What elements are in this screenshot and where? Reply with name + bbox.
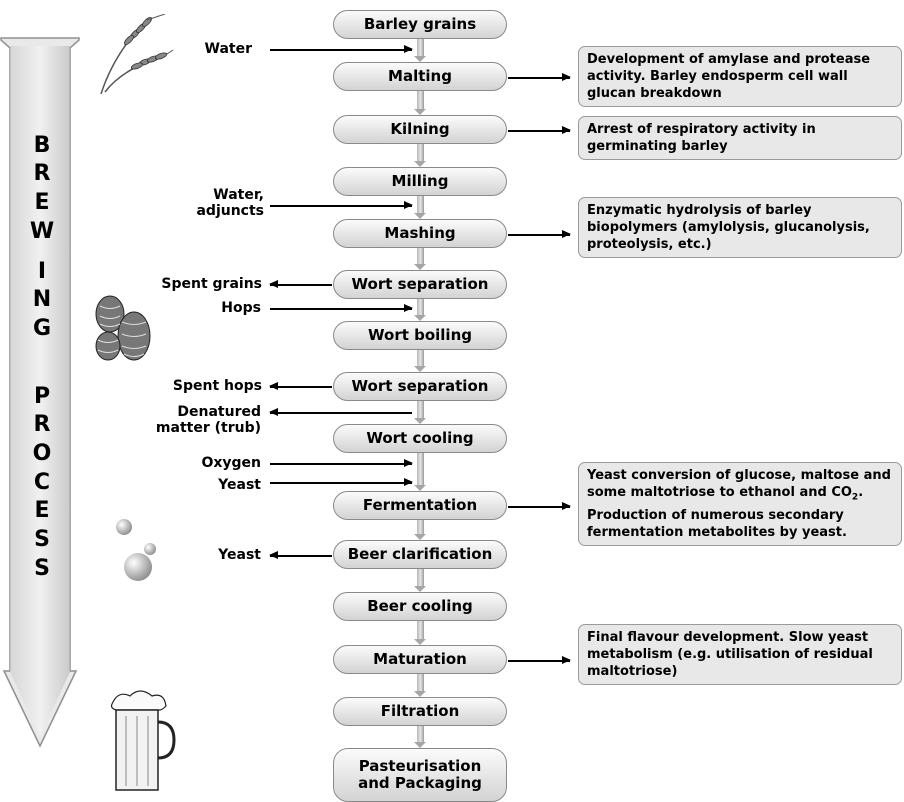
flow-arrow bbox=[414, 520, 427, 540]
input-arrow bbox=[270, 305, 413, 311]
barley-icon bbox=[100, 14, 174, 95]
output-arrow bbox=[269, 409, 412, 415]
step-pasteurisation-packaging: Pasteurisation and Packaging bbox=[333, 748, 507, 802]
input-arrow bbox=[270, 202, 413, 208]
input-water-label: Water bbox=[204, 41, 252, 57]
step-maturation: Maturation bbox=[333, 645, 507, 674]
side-label-letter: R bbox=[33, 412, 51, 437]
note-fermentation-text-end: . Production of numerous secondary ferme… bbox=[587, 485, 864, 540]
note-malting: Development of amylase and protease acti… bbox=[578, 46, 902, 107]
flow-arrow bbox=[414, 569, 427, 592]
step-filtration: Filtration bbox=[333, 697, 507, 726]
step-mashing: Mashing bbox=[333, 219, 507, 248]
side-label-letter: I bbox=[37, 259, 47, 284]
step-fermentation: Fermentation bbox=[333, 491, 507, 520]
output-trub-label: Denatured matter (trub) bbox=[155, 404, 261, 436]
flow-arrow bbox=[414, 299, 427, 321]
input-water-adjuncts-label: Water, adjuncts bbox=[196, 187, 264, 219]
side-label-letter: N bbox=[32, 287, 52, 312]
step-kilning: Kilning bbox=[333, 115, 507, 144]
step-beer-cooling: Beer cooling bbox=[333, 592, 507, 621]
note-arrow bbox=[508, 231, 571, 237]
input-arrow bbox=[270, 460, 413, 466]
note-kilning: Arrest of respiratory activity in germin… bbox=[578, 116, 902, 160]
flow-arrow bbox=[414, 401, 427, 424]
flow-arrow bbox=[414, 621, 427, 645]
side-label-letter: E bbox=[34, 190, 50, 215]
input-hops-label: Hops bbox=[221, 300, 261, 316]
brewing-process-arrow bbox=[0, 37, 80, 748]
note-arrow bbox=[508, 657, 571, 663]
flow-arrow bbox=[414, 248, 427, 270]
side-label-letter: E bbox=[34, 498, 50, 523]
output-arrow bbox=[269, 383, 332, 389]
note-fermentation-text: Yeast conversion of glucose, maltose and… bbox=[587, 468, 891, 500]
flow-arrow bbox=[414, 674, 427, 697]
side-label-letter: P bbox=[33, 384, 51, 409]
output-spent-hops-label: Spent hops bbox=[172, 378, 262, 394]
hops-icon bbox=[95, 295, 151, 361]
flow-arrow bbox=[414, 39, 427, 62]
step-wort-separation-2: Wort separation bbox=[333, 372, 507, 401]
step-barley-grains: Barley grains bbox=[333, 10, 507, 39]
side-label-letter: S bbox=[34, 556, 50, 581]
side-label-letter: O bbox=[32, 441, 52, 466]
flow-arrow bbox=[414, 91, 427, 115]
note-arrow bbox=[508, 127, 571, 133]
input-arrow bbox=[270, 479, 413, 485]
note-arrow bbox=[508, 503, 571, 509]
step-beer-clarification: Beer clarification bbox=[333, 540, 507, 569]
step-wort-cooling: Wort cooling bbox=[333, 424, 507, 453]
side-label-letter: R bbox=[33, 161, 51, 186]
note-fermentation: Yeast conversion of glucose, maltose and… bbox=[578, 462, 902, 546]
output-arrow bbox=[269, 552, 332, 558]
step-malting: Malting bbox=[333, 62, 507, 91]
note-mashing: Enzymatic hydrolysis of barley biopolyme… bbox=[578, 197, 902, 258]
output-arrow bbox=[269, 281, 332, 287]
side-label-letter: B bbox=[33, 133, 51, 158]
step-milling: Milling bbox=[333, 167, 507, 196]
output-spent-grains-label: Spent grains bbox=[161, 276, 262, 292]
beer-mug-icon bbox=[110, 690, 176, 791]
step-wort-separation-1: Wort separation bbox=[333, 270, 507, 299]
input-yeast-label: Yeast bbox=[218, 477, 261, 493]
side-label-letter: G bbox=[32, 316, 52, 341]
note-maturation: Final flavour development. Slow yeast me… bbox=[578, 624, 902, 685]
step-wort-boiling: Wort boiling bbox=[333, 321, 507, 350]
side-label-letter: W bbox=[29, 219, 55, 244]
input-oxygen-label: Oxygen bbox=[201, 455, 261, 471]
output-yeast-label: Yeast bbox=[218, 547, 261, 563]
flow-arrow bbox=[414, 453, 427, 491]
note-arrow bbox=[508, 74, 571, 80]
note-fermentation-subscript: 2 bbox=[851, 492, 859, 503]
flow-arrow bbox=[414, 144, 427, 167]
flow-arrow bbox=[414, 196, 427, 219]
side-label-letter: S bbox=[34, 527, 50, 552]
yeast-cells-icon bbox=[116, 519, 156, 581]
flow-arrow bbox=[414, 350, 427, 372]
input-arrow bbox=[270, 46, 413, 52]
flow-arrow bbox=[414, 726, 427, 748]
side-label-letter: C bbox=[33, 470, 51, 495]
